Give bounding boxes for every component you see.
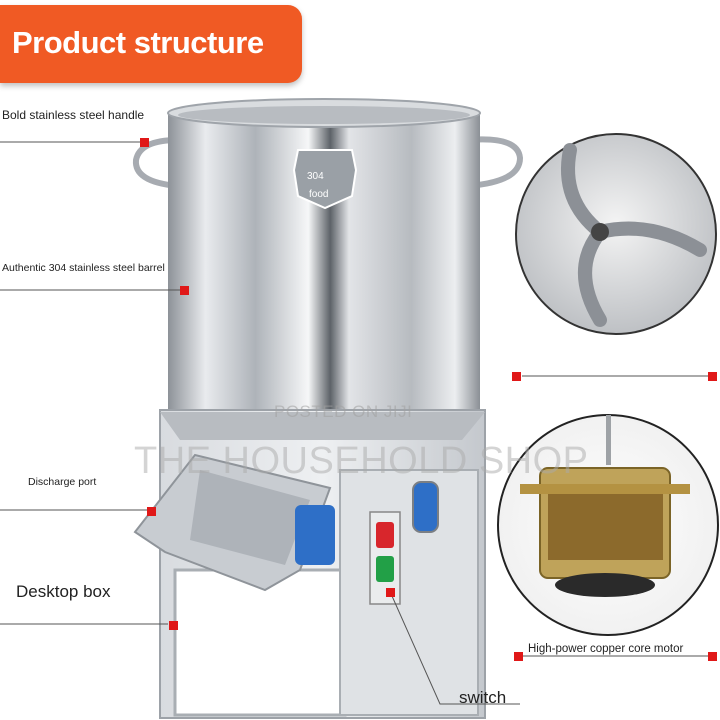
badge-number: 304 — [307, 171, 324, 182]
label-switch: switch — [459, 688, 507, 707]
badge-word: food — [309, 189, 329, 200]
label-desktop: Desktop box — [16, 582, 111, 601]
page-title: Product structure — [12, 25, 264, 60]
right-handle — [467, 136, 524, 189]
marker-desktop — [169, 621, 178, 630]
label-discharge: Discharge port — [28, 476, 97, 488]
marker-barrel — [180, 286, 189, 295]
marker-switch — [386, 588, 395, 597]
green-button — [376, 556, 394, 582]
marker-motor-right — [708, 652, 717, 661]
watermark-posted: POSTED ON JIJI — [274, 402, 413, 421]
label-barrel: Authentic 304 stainless steel barrel — [2, 262, 165, 274]
label-motor: High-power copper core motor — [528, 643, 684, 655]
marker-blade-right — [708, 372, 717, 381]
marker-motor-left — [514, 652, 523, 661]
left-handle — [132, 137, 179, 189]
label-handle: Bold stainless steel handle — [2, 108, 145, 122]
food-grade-badge — [292, 149, 358, 210]
title-banner: Product structure — [0, 5, 302, 83]
watermark-shop: THE HOUSEHOLD SHOP — [134, 440, 589, 482]
marker-discharge — [147, 507, 156, 516]
marker-blade-left — [512, 372, 521, 381]
marker-handle — [140, 138, 149, 147]
red-button — [376, 522, 394, 548]
